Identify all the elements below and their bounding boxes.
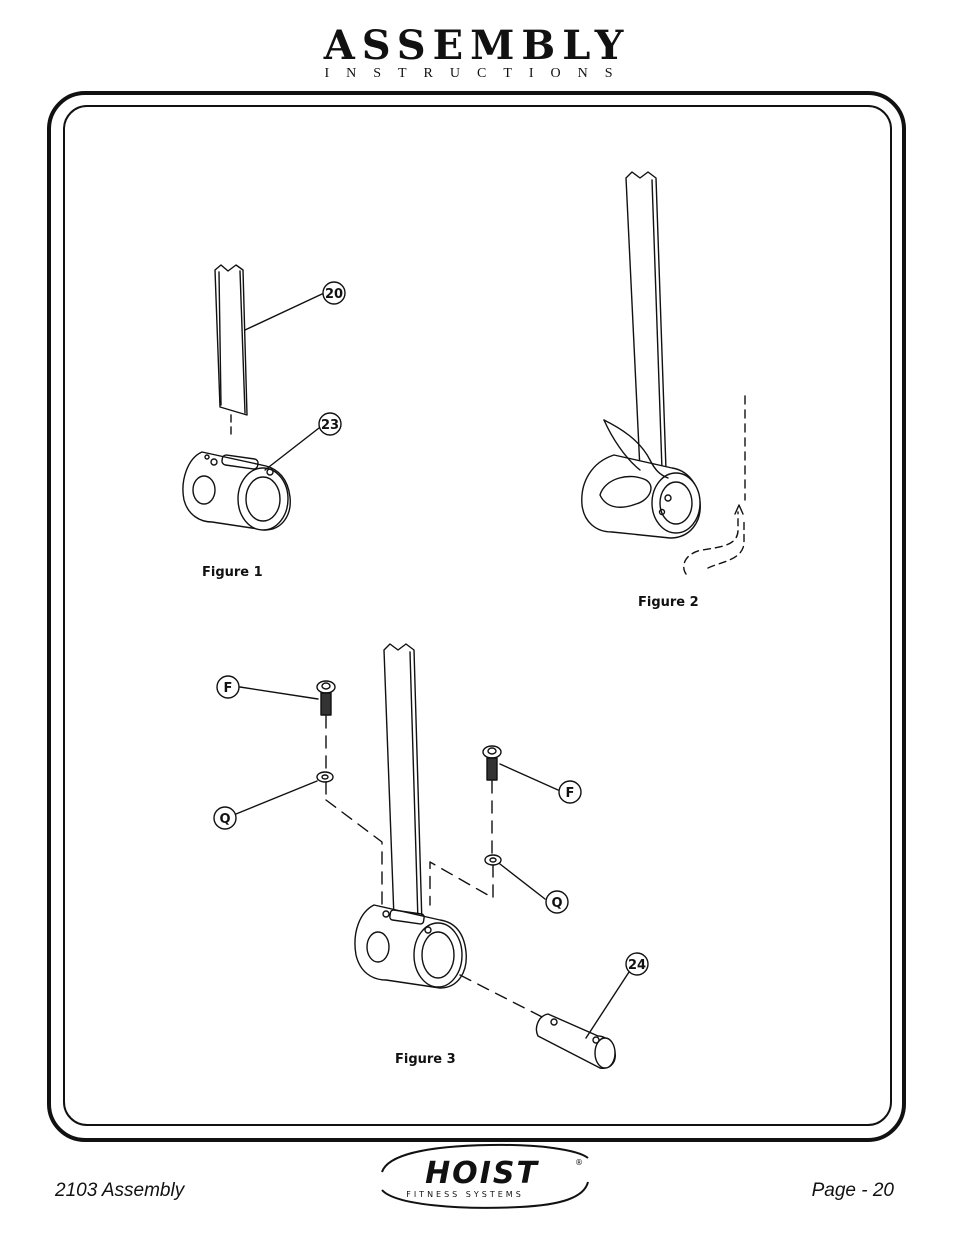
page-subtitle: INSTRUCTIONS	[324, 66, 630, 81]
footer-page-number: Page - 20	[811, 1180, 894, 1201]
caption-figure-3: Figure 3	[395, 1052, 456, 1067]
leader-f-left	[239, 686, 319, 700]
leader-23	[264, 427, 320, 471]
caption-figure-1: Figure 1	[202, 565, 263, 580]
bolt-f-left	[316, 680, 336, 716]
figure-2	[581, 171, 746, 575]
pivot-sleeve-fig3	[354, 904, 467, 989]
callout-f-left: F	[224, 681, 233, 696]
inner-frame	[63, 105, 892, 1126]
washer-q-left	[316, 771, 334, 783]
callout-20-circle	[322, 281, 346, 305]
callout-f-right: F	[566, 786, 575, 801]
leader-q-right	[499, 863, 546, 900]
figure-3	[213, 643, 649, 1069]
pivot-sleeve-rotated	[581, 419, 701, 539]
callout-f-right-circle	[558, 780, 582, 804]
upright-tube-fig2	[625, 171, 667, 471]
callout-f-left-circle	[216, 675, 240, 699]
callout-20: 20	[325, 287, 343, 302]
bolt-f-right	[482, 745, 502, 781]
callout-23: 23	[321, 418, 339, 433]
assembly-dashes	[325, 715, 549, 1021]
callout-24-circle	[625, 952, 649, 976]
outer-frame	[47, 91, 906, 1142]
callout-23-circle	[318, 412, 342, 436]
caption-figure-2: Figure 2	[638, 595, 699, 610]
upright-tube-20	[214, 264, 248, 416]
pivot-sleeve-23	[182, 451, 291, 531]
upright-tube-fig3	[383, 643, 423, 926]
leader-24	[585, 971, 630, 1039]
callout-q-left: Q	[219, 812, 230, 827]
callout-q-right: Q	[551, 896, 562, 911]
leader-f-right	[499, 763, 559, 791]
callout-24: 24	[628, 958, 646, 973]
figure-1	[182, 264, 346, 531]
page-title: ASSEMBLY	[323, 22, 631, 69]
leader-20	[244, 293, 323, 331]
rotation-arrow	[683, 504, 745, 575]
callout-q-right-circle	[545, 890, 569, 914]
footer-model: 2103 Assembly	[55, 1180, 185, 1201]
pin-24	[535, 1013, 616, 1069]
leader-q-left	[235, 780, 318, 815]
washer-q-right	[484, 854, 502, 866]
callout-q-left-circle	[213, 806, 237, 830]
